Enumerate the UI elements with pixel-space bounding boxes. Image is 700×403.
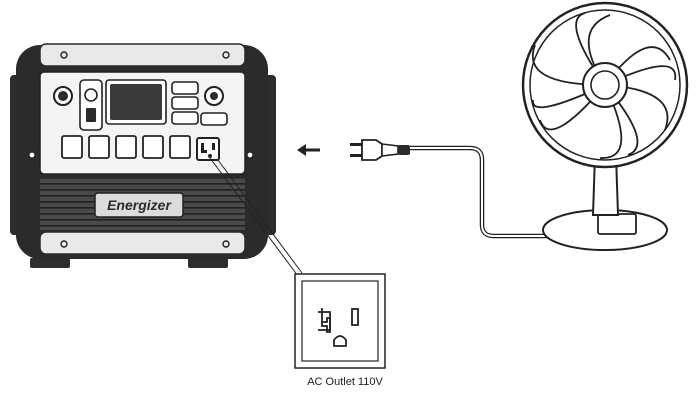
fan-icon — [521, 1, 689, 251]
power-cord — [410, 145, 548, 239]
top-band — [39, 43, 246, 67]
left-foot — [30, 258, 70, 268]
lcd-display — [110, 84, 162, 120]
screw — [222, 240, 230, 248]
plug-icon — [350, 139, 410, 161]
small-button — [200, 112, 228, 126]
car-socket-inner — [210, 92, 218, 100]
screw — [246, 151, 254, 159]
bottom-band — [39, 231, 246, 255]
ac-outlet-20a — [196, 137, 220, 161]
right-foot — [188, 258, 228, 268]
screw — [222, 51, 230, 59]
usb-port — [86, 108, 96, 122]
outlet-caption: AC Outlet 110V — [307, 376, 383, 388]
screw — [60, 51, 68, 59]
callout-lines — [209, 157, 303, 277]
power-icon — [58, 91, 68, 101]
power-station: Energizer — [10, 43, 276, 268]
ac-outlet — [115, 135, 137, 159]
brand-logo: Energizer — [107, 197, 172, 213]
panel-button — [171, 96, 199, 110]
panel-button — [171, 81, 199, 95]
ac-outlet-enlarged — [294, 273, 386, 369]
usb-port-group — [79, 79, 103, 131]
ac-outlet — [88, 135, 110, 159]
ac-outlet — [142, 135, 164, 159]
dc-port — [84, 88, 98, 102]
fan-switch — [597, 213, 637, 235]
logo-plate — [94, 192, 184, 218]
ac-outlet — [61, 135, 83, 159]
panel-button — [171, 111, 199, 125]
screw — [60, 240, 68, 248]
left-arrow-icon — [297, 144, 320, 156]
ac-outlet-row — [61, 135, 220, 161]
ac-outlet — [169, 135, 191, 159]
screw — [28, 151, 36, 159]
